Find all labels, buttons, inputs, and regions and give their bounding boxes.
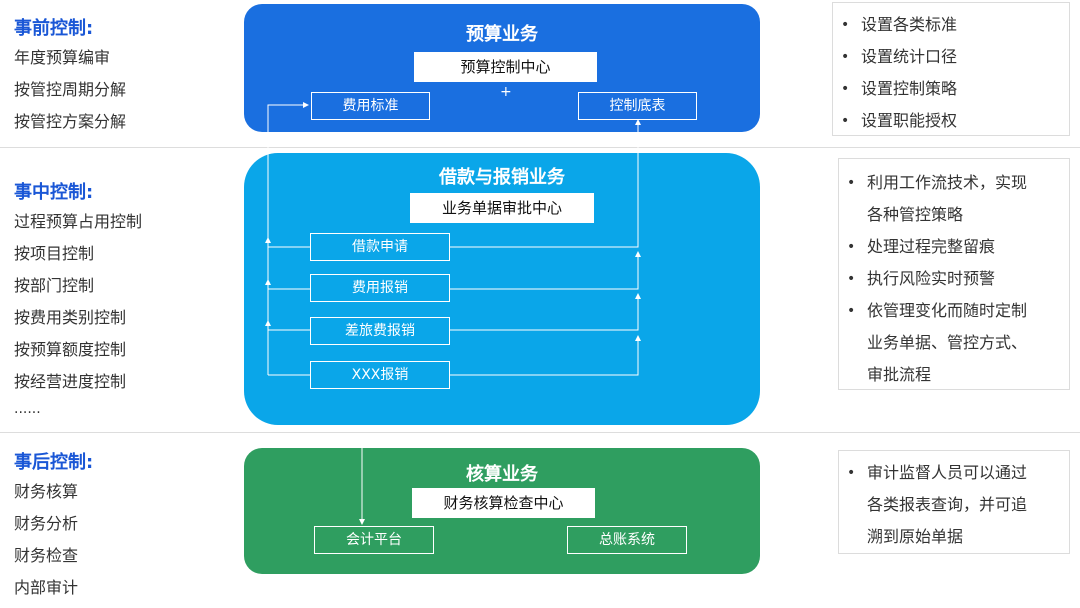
list-item: •设置职能授权: [841, 111, 958, 130]
budget-block: 预算业务 预算控制中心 + 费用标准 控制底表: [244, 4, 760, 132]
list-item: •依管理变化而随时定制: [847, 301, 1028, 320]
plus-sign: +: [500, 84, 512, 100]
general-ledger-box: 总账系统: [567, 526, 687, 554]
xxx-reimbursement-box: XXX报销: [310, 361, 450, 389]
pre-control-list: 年度预算编审 按管控周期分解 按管控方案分解: [14, 42, 126, 138]
list-item: •利用工作流技术，实现: [847, 173, 1028, 192]
list-item-continued: 各种管控策略: [867, 205, 964, 224]
approval-center: 业务单据审批中心: [410, 193, 594, 223]
accounting-block: 核算业务 财务核算检查中心 会计平台 总账系统: [244, 448, 760, 574]
mid-control-heading: 事中控制:: [14, 182, 94, 203]
expense-standard-box: 费用标准: [311, 92, 430, 120]
list-item-continued: 各类报表查询，并可追: [867, 495, 1028, 514]
list-item: 财务核算: [14, 482, 79, 501]
list-item: 按费用类别控制: [14, 308, 127, 327]
post-control-heading: 事后控制:: [14, 452, 94, 473]
list-item-continued: 业务单据、管控方式、: [867, 333, 1028, 352]
accounting-title: 核算业务: [466, 464, 538, 485]
list-item: •设置各类标准: [841, 15, 958, 34]
accounting-check-center: 财务核算检查中心: [412, 488, 595, 518]
accounting-platform-box: 会计平台: [314, 526, 434, 554]
expense-reimbursement-box: 费用报销: [310, 274, 450, 302]
list-item: 过程预算占用控制: [14, 212, 143, 231]
mid-control-panel: •利用工作流技术，实现 各种管控策略 •处理过程完整留痕 •执行风险实时预警 •…: [838, 158, 1070, 390]
list-item: •处理过程完整留痕: [847, 237, 996, 256]
budget-control-center: 预算控制中心: [414, 52, 597, 82]
pre-control-panel: •设置各类标准 •设置统计口径 •设置控制策略 •设置职能授权: [832, 2, 1070, 136]
list-item: 按经营进度控制: [14, 372, 127, 391]
list-item: •设置控制策略: [841, 79, 958, 98]
list-item: 财务分析: [14, 514, 79, 533]
pre-control-heading: 事前控制:: [14, 18, 94, 39]
section-divider: [0, 432, 1080, 433]
list-item-continued: 溯到原始单据: [867, 527, 964, 546]
loan-application-box: 借款申请: [310, 233, 450, 261]
budget-title: 预算业务: [466, 24, 538, 45]
list-item-continued: 审批流程: [867, 365, 932, 384]
list-item: 年度预算编审: [14, 48, 111, 67]
list-item: 按管控方案分解: [14, 112, 127, 131]
list-item: 内部审计: [14, 578, 79, 597]
list-item: •执行风险实时预警: [847, 269, 996, 288]
list-item: 按预算额度控制: [14, 340, 127, 359]
post-control-list: 财务核算 财务分析 财务检查 内部审计: [14, 476, 78, 604]
list-item: 按项目控制: [14, 244, 95, 263]
loan-title: 借款与报销业务: [439, 167, 565, 188]
list-item: 按管控周期分解: [14, 80, 127, 99]
list-item: ......: [14, 401, 41, 417]
mid-control-list: 过程预算占用控制 按项目控制 按部门控制 按费用类别控制 按预算额度控制 按经营…: [14, 206, 142, 420]
list-item: •审计监督人员可以通过: [847, 463, 1028, 482]
section-divider: [0, 147, 1080, 148]
list-item: •设置统计口径: [841, 47, 958, 66]
list-item: 按部门控制: [14, 276, 95, 295]
travel-reimbursement-box: 差旅费报销: [310, 317, 450, 345]
post-control-panel: •审计监督人员可以通过 各类报表查询，并可追 溯到原始单据: [838, 450, 1070, 554]
list-item: 财务检查: [14, 546, 79, 565]
